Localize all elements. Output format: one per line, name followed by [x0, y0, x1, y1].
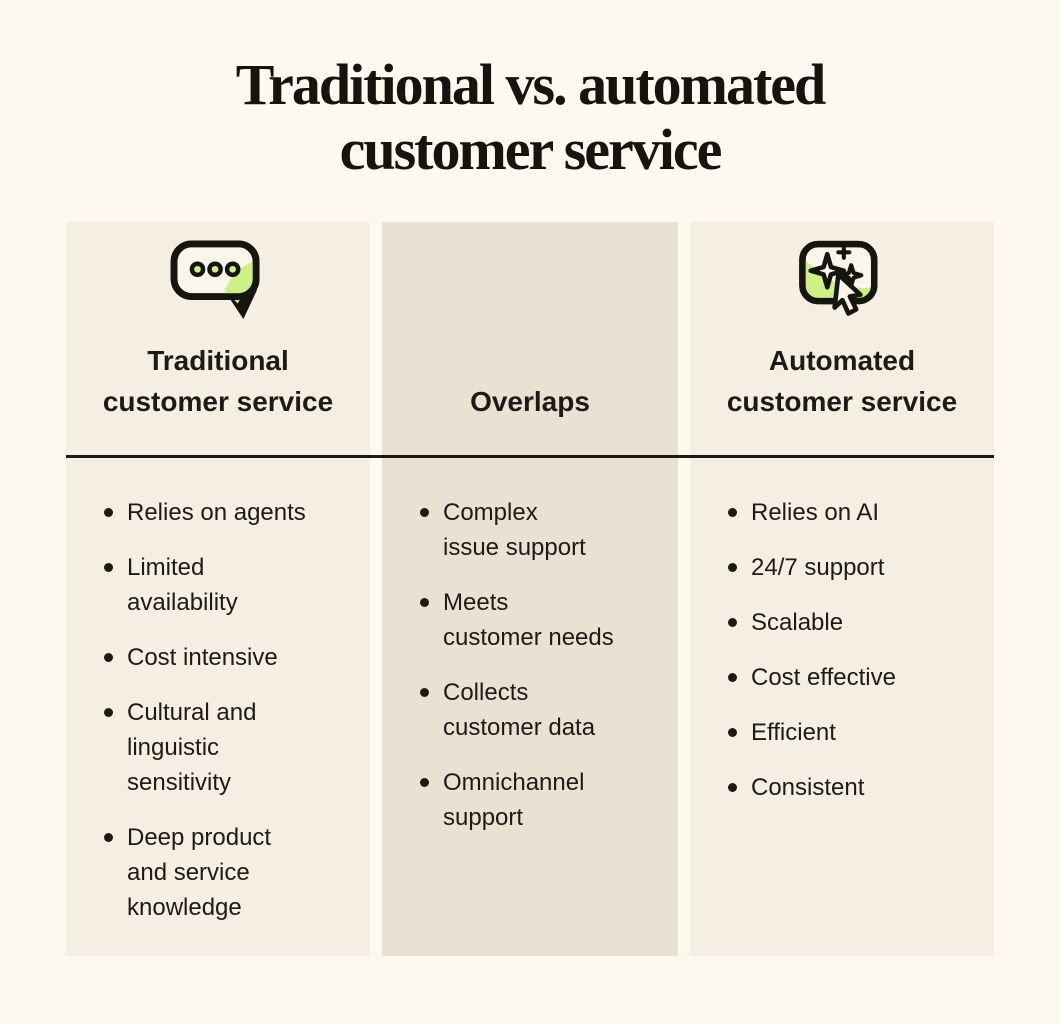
list-item: 24/7 support: [728, 550, 980, 585]
list-item: Consistent: [728, 770, 980, 805]
automated-list: Relies on AI 24/7 support Scalable Cost …: [690, 455, 994, 805]
list-item: Relies on agents: [104, 495, 356, 530]
list-item: Deep product and service knowledge: [104, 820, 356, 925]
list-item: Cultural and linguistic sensitivity: [104, 695, 356, 800]
page-title: Traditional vs. automated customer servi…: [235, 52, 827, 182]
list-item: Meets customer needs: [420, 585, 664, 655]
speech-bubble-icon: [169, 239, 267, 328]
column-traditional: Traditional customer service Relies on a…: [66, 222, 370, 956]
list-item: Scalable: [728, 605, 980, 640]
list-item: Collects customer data: [420, 675, 664, 745]
column-automated: Automated customer service Relies on AI …: [690, 222, 994, 956]
overlaps-list: Complex issue support Meets customer nee…: [382, 455, 678, 835]
automated-heading: Automated customer service: [726, 345, 958, 417]
list-item: Efficient: [728, 715, 980, 750]
automated-header: Automated customer service: [690, 222, 994, 455]
traditional-header: Traditional customer service: [66, 222, 370, 455]
list-item: Cost intensive: [104, 640, 356, 675]
traditional-list: Relies on agents Limited availability Co…: [66, 455, 370, 925]
list-item: Omnichannel support: [420, 765, 664, 835]
sparkles-cursor-icon: [796, 235, 888, 328]
page-title-wrap: Traditional vs. automated customer servi…: [0, 52, 1060, 182]
list-item: Cost effective: [728, 660, 980, 695]
header-divider-line: [66, 455, 994, 458]
list-item: Relies on AI: [728, 495, 980, 530]
traditional-heading: Traditional customer service: [102, 345, 334, 417]
comparison-columns: Traditional customer service Relies on a…: [66, 222, 994, 956]
overlaps-header: Overlaps: [382, 222, 678, 455]
list-item: Limited availability: [104, 550, 356, 620]
column-overlaps: Overlaps Complex issue support Meets cus…: [382, 222, 678, 956]
list-item: Complex issue support: [420, 495, 664, 565]
overlaps-heading: Overlaps: [470, 386, 590, 417]
